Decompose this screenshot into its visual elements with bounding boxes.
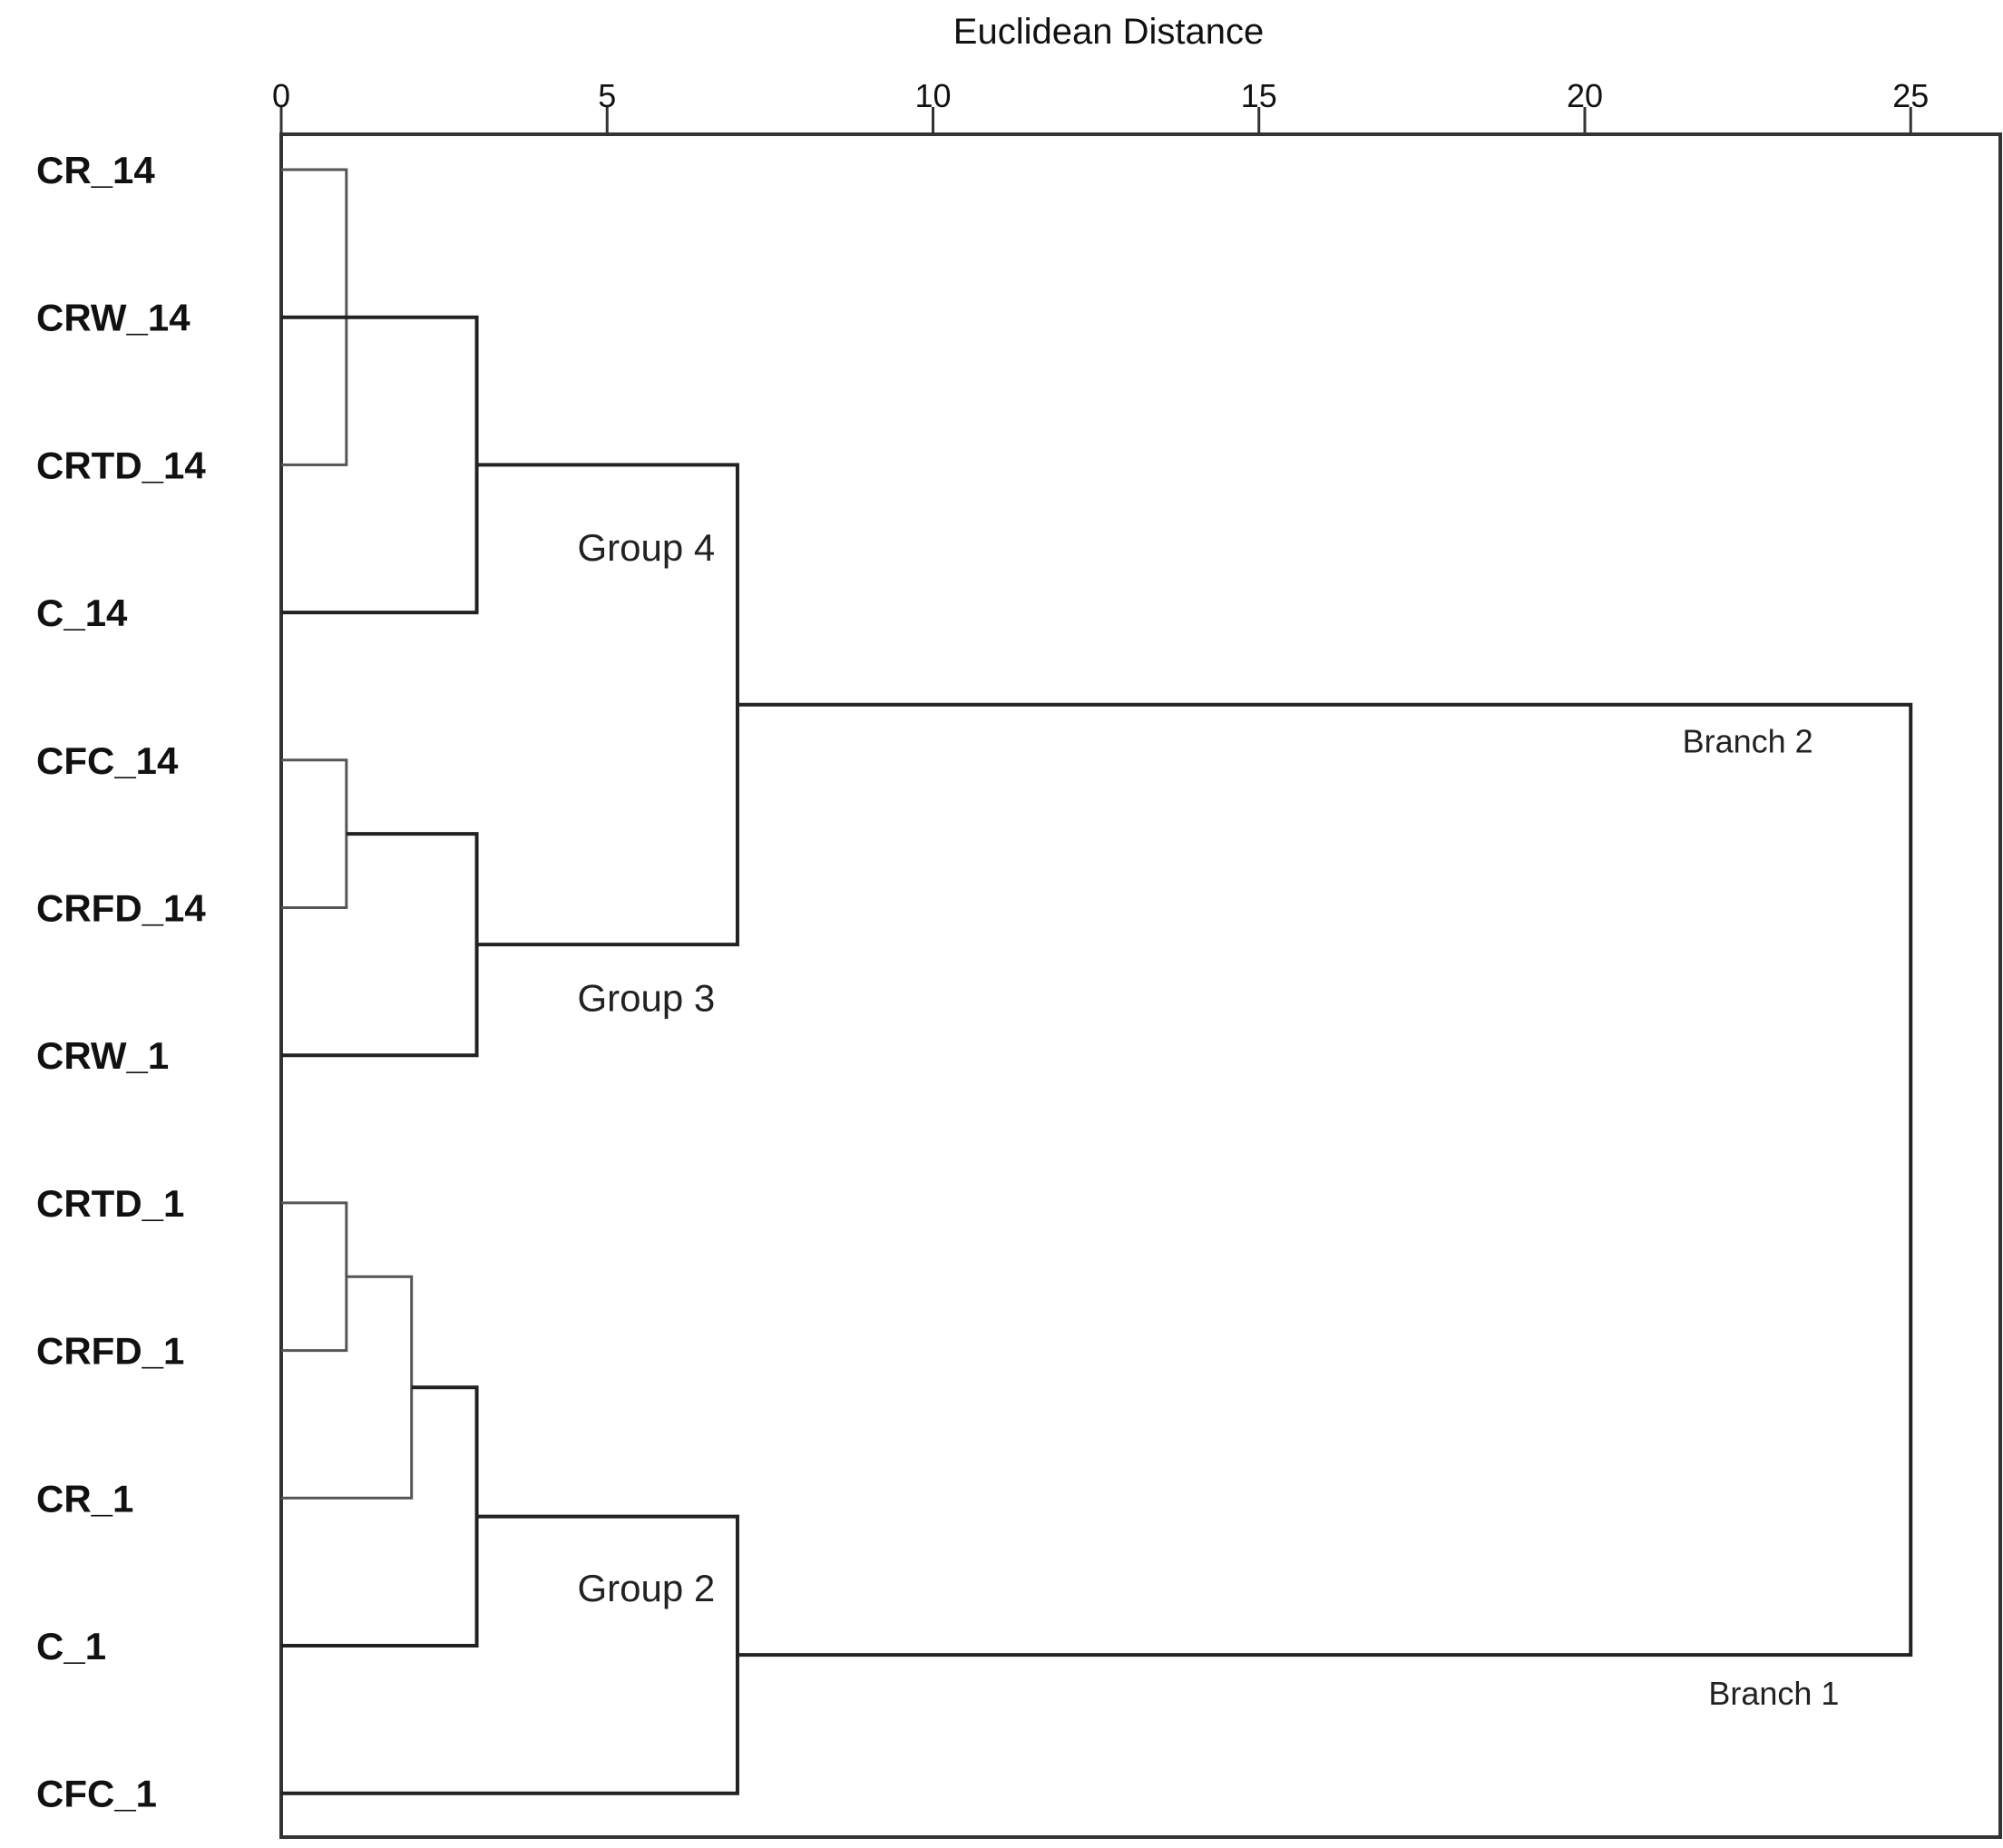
leaf-label-c-1: C_1 (36, 1625, 106, 1667)
leaf-label-crw-14: CRW_14 (36, 297, 191, 339)
leaf-label-crfd-1: CRFD_1 (36, 1330, 184, 1373)
leaf-label-cfc-1: CFC_1 (36, 1773, 157, 1815)
dendrogram-links (281, 168, 1913, 1795)
link-m8 (281, 1385, 479, 1648)
x-axis-title: Euclidean Distance (953, 12, 1264, 52)
x-tick-label-15: 15 (1241, 77, 1277, 114)
leaf-label-crfd-14: CRFD_14 (36, 887, 206, 930)
annotation-group-2: Group 2 (577, 1567, 715, 1609)
x-tick-label-5: 5 (598, 77, 616, 114)
x-tick-label-0: 0 (272, 77, 290, 114)
link-m6 (281, 1201, 348, 1353)
annotation-branch-2: Branch 2 (1683, 723, 1813, 760)
annotation-group-3: Group 3 (577, 976, 715, 1019)
x-tick-label-25: 25 (1892, 77, 1929, 114)
x-axis-ticks: 0 5 10 15 20 25 (272, 77, 1929, 134)
x-tick-label-20: 20 (1567, 77, 1603, 114)
leaf-label-crw-1: CRW_1 (36, 1034, 169, 1077)
leaf-label-c-14: C_14 (36, 592, 128, 634)
plot-frame (279, 132, 2002, 1839)
leaf-labels: CR_14CRW_14CRTD_14C_14CFC_14CRFD_14CRW_1… (36, 149, 206, 1815)
x-tick-label-10: 10 (914, 77, 951, 114)
leaf-label-crtd-14: CRTD_14 (36, 444, 206, 486)
leaf-label-crtd-1: CRTD_1 (36, 1182, 184, 1225)
link-m9 (281, 1514, 739, 1795)
leaf-label-cr-1: CR_1 (36, 1477, 133, 1520)
link-m4 (281, 832, 479, 1058)
leaf-label-cfc-14: CFC_14 (36, 739, 179, 782)
link-m10 (737, 702, 1913, 1657)
leaf-label-cr-14: CR_14 (36, 149, 155, 191)
link-m3 (281, 758, 348, 909)
annotation-group-4: Group 4 (577, 526, 715, 569)
annotation-branch-1: Branch 1 (1708, 1675, 1839, 1712)
